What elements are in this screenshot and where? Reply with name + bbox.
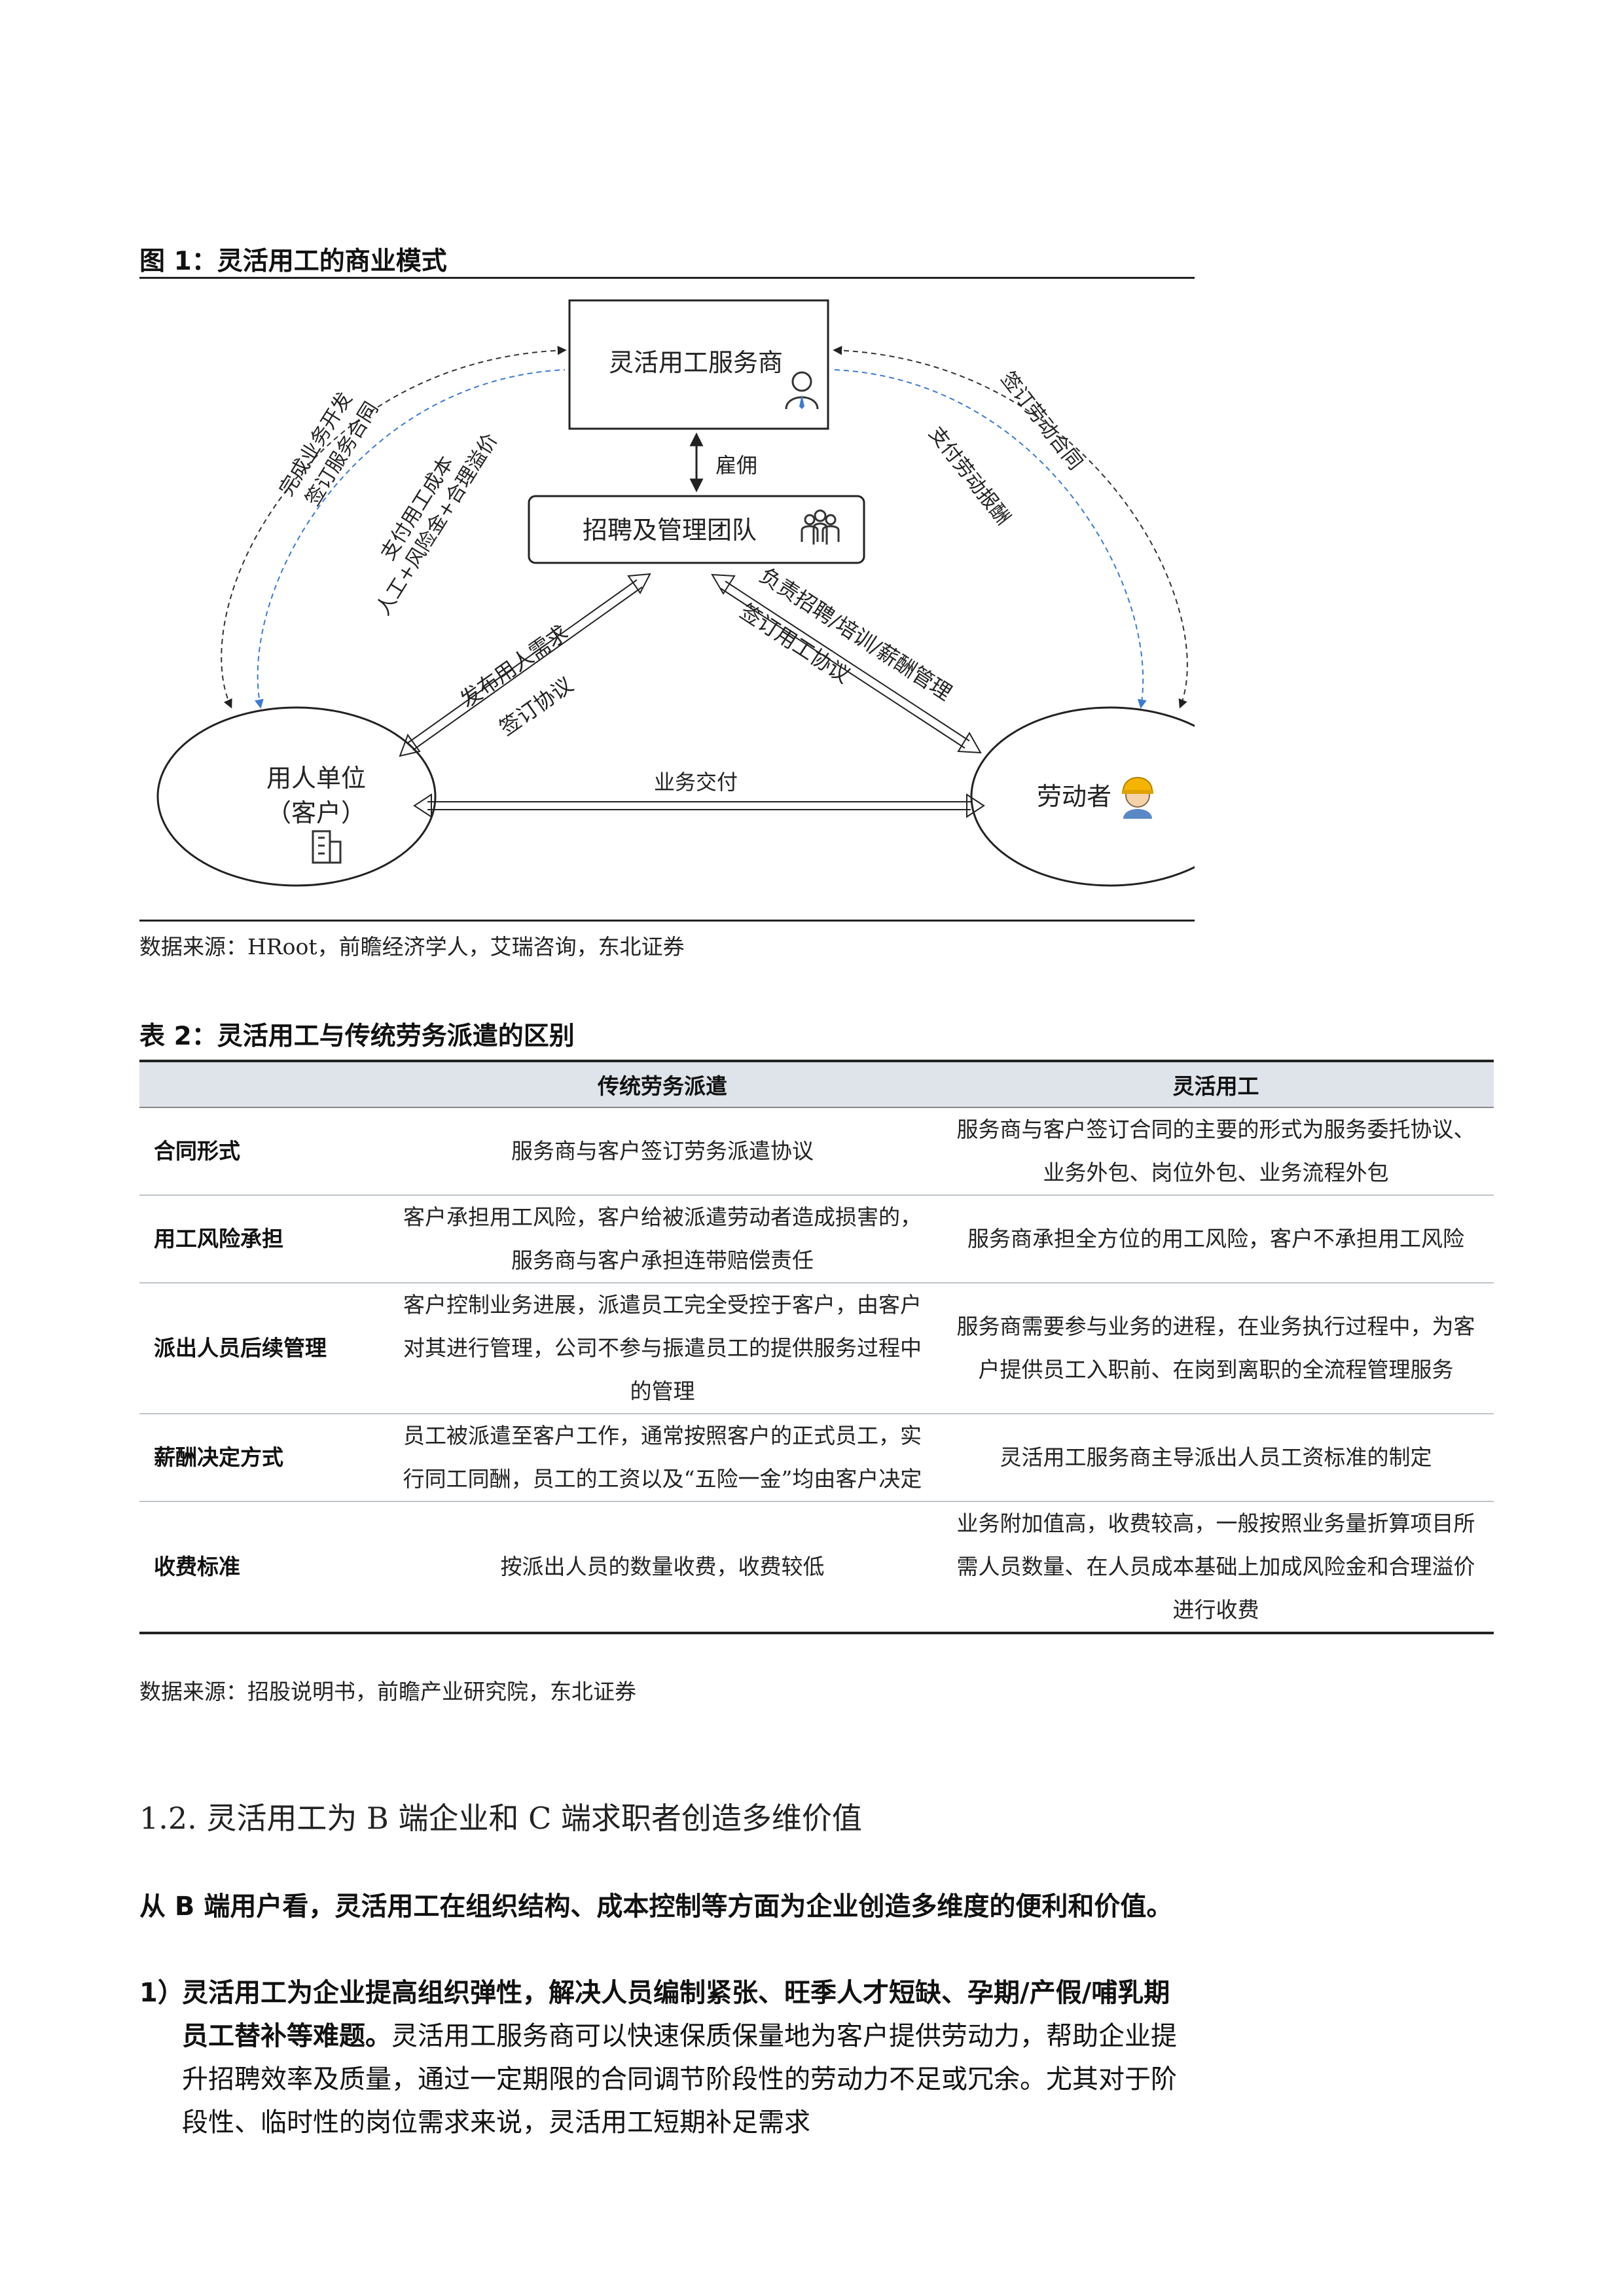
- employ-label: 雇佣: [715, 453, 757, 478]
- worker-label: 劳动者: [1037, 782, 1111, 811]
- row-label: 薪酬决定方式: [139, 1414, 387, 1502]
- figure-bottom-rule: [139, 920, 1195, 922]
- point-1-number: 1）: [139, 1978, 184, 2008]
- service-provider-label: 灵活用工服务商: [609, 348, 783, 377]
- header-traditional: 传统劳务派遣: [387, 1060, 938, 1108]
- row-label: 合同形式: [139, 1107, 387, 1196]
- table-row: 收费标准 按派出人员的数量收费，收费较低 业务附加值高，收费较高，一般按照业务量…: [139, 1501, 1494, 1634]
- team-label: 招聘及管理团队: [583, 516, 757, 545]
- row-label: 用工风险承担: [139, 1195, 387, 1283]
- right-outer-label: 签订劳动合同: [996, 367, 1087, 474]
- table-caption: 表 2：灵活用工与传统劳务派遣的区别: [139, 1022, 575, 1051]
- header-empty: [139, 1060, 387, 1108]
- table-header-row: 传统劳务派遣 灵活用工: [139, 1060, 1494, 1108]
- business-model-diagram: 灵活用工服务商 招聘及管理团队 雇佣 用人单位 （客户） 劳动者 业务交付: [156, 299, 1195, 887]
- cell-flexible: 服务商需要参与业务的进程，在业务执行过程中，为客户提供员工入职前、在岗到离职的全…: [938, 1283, 1494, 1414]
- business-delivery-label: 业务交付: [654, 770, 738, 795]
- table-row: 薪酬决定方式 员工被派遣至客户工作，通常按照客户的正式员工，实行同工同酬，员工的…: [139, 1414, 1494, 1502]
- cell-traditional: 服务商与客户签订劳务派遣协议: [387, 1107, 938, 1196]
- person-icon: [785, 371, 819, 410]
- table-row: 用工风险承担 客户承担用工风险，客户给被派遣劳动者造成损害的，服务商与客户承担连…: [139, 1195, 1494, 1283]
- header-flexible: 灵活用工: [938, 1060, 1494, 1108]
- section-heading: 1.2. 灵活用工为 B 端企业和 C 端求职者创造多维价值: [139, 1801, 862, 1836]
- cell-traditional: 客户控制业务进展，派遣员工完全受控于客户，由客户对其进行管理，公司不参与振遣员工…: [387, 1283, 938, 1414]
- point-1-bold: 灵活用工为企业提高组织弹性，解决人员编制紧张、旺季人才短缺、孕期/产假/哺乳期员…: [182, 1978, 1170, 2051]
- worker-icon: [1122, 777, 1153, 819]
- table-row: 派出人员后续管理 客户控制业务进展，派遣员工完全受控于客户，由客户对其进行管理，…: [139, 1283, 1494, 1414]
- comparison-table: 传统劳务派遣 灵活用工 合同形式 服务商与客户签订劳务派遣协议 服务商与客户签订…: [139, 1060, 1494, 1634]
- cell-traditional: 员工被派遣至客户工作，通常按照客户的正式员工，实行同工同酬，员工的工资以及“五险…: [387, 1414, 938, 1502]
- employer-label: 用人单位: [266, 764, 366, 793]
- point-1-paragraph: 1） 灵活用工为企业提高组织弹性，解决人员编制紧张、旺季人才短缺、孕期/产假/哺…: [139, 1971, 1187, 2144]
- cell-flexible: 业务附加值高，收费较高，一般按照业务量折算项目所需人员数量、在人员成本基础上加成…: [938, 1501, 1494, 1634]
- cell-flexible: 服务商承担全方位的用工风险，客户不承担用工风险: [938, 1195, 1494, 1283]
- service-provider-box: [568, 299, 829, 430]
- row-label: 收费标准: [139, 1501, 387, 1634]
- table-row: 合同形式 服务商与客户签订劳务派遣协议 服务商与客户签订合同的主要的形式为服务委…: [139, 1107, 1494, 1196]
- figure-top-rule: [139, 277, 1195, 279]
- intro-paragraph: 从 B 端用户看，灵活用工在组织结构、成本控制等方面为企业创造多维度的便利和价值…: [139, 1892, 1173, 1922]
- figure-caption: 图 1：灵活用工的商业模式: [139, 247, 447, 276]
- cell-flexible: 灵活用工服务商主导派出人员工资标准的制定: [938, 1414, 1494, 1502]
- row-label: 派出人员后续管理: [139, 1283, 387, 1414]
- table-source: 数据来源：招股说明书，前瞻产业研究院，东北证券: [139, 1679, 636, 1704]
- cell-flexible: 服务商与客户签订合同的主要的形式为服务委托协议、业务外包、岗位外包、业务流程外包: [938, 1107, 1494, 1196]
- point-1-text: 灵活用工服务商可以快速保质保量地为客户提供劳动力，帮助企业提升招聘效率及质量，通…: [182, 2021, 1177, 2138]
- building-icon: [312, 830, 342, 864]
- cell-traditional: 按派出人员的数量收费，收费较低: [387, 1501, 938, 1634]
- employer-ellipse: [156, 706, 437, 887]
- figure-source: 数据来源：HRoot，前瞻经济学人，艾瑞咨询，东北证券: [139, 934, 685, 960]
- right-inner-label: 支付劳动报酬: [924, 422, 1015, 529]
- cell-traditional: 客户承担用工风险，客户给被派遣劳动者造成损害的，服务商与客户承担连带赔偿责任: [387, 1195, 938, 1283]
- employer-sublabel: （客户）: [266, 798, 366, 827]
